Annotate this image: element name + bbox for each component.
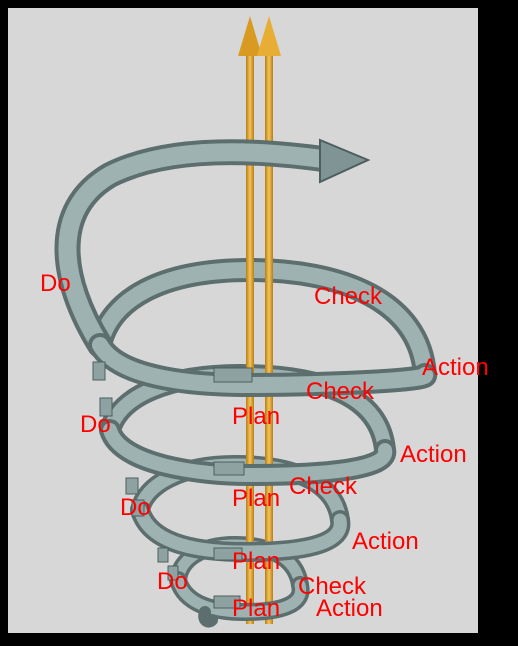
spiral-arrowhead [320,140,368,182]
upward-arrows [238,16,281,624]
label-plan: Plan [232,487,280,511]
label-action: Action [352,530,419,554]
label-check: Check [289,475,357,499]
label-check: Check [314,285,382,309]
label-check: Check [306,380,374,404]
label-action: Action [422,356,489,380]
label-plan: Plan [232,550,280,574]
label-do: Do [157,570,188,594]
label-action: Action [316,597,383,621]
label-action: Action [400,443,467,467]
label-do: Do [80,413,111,437]
label-plan: Plan [232,405,280,429]
label-do: Do [40,272,71,296]
label-plan: Plan [232,597,280,621]
label-do: Do [120,496,151,520]
